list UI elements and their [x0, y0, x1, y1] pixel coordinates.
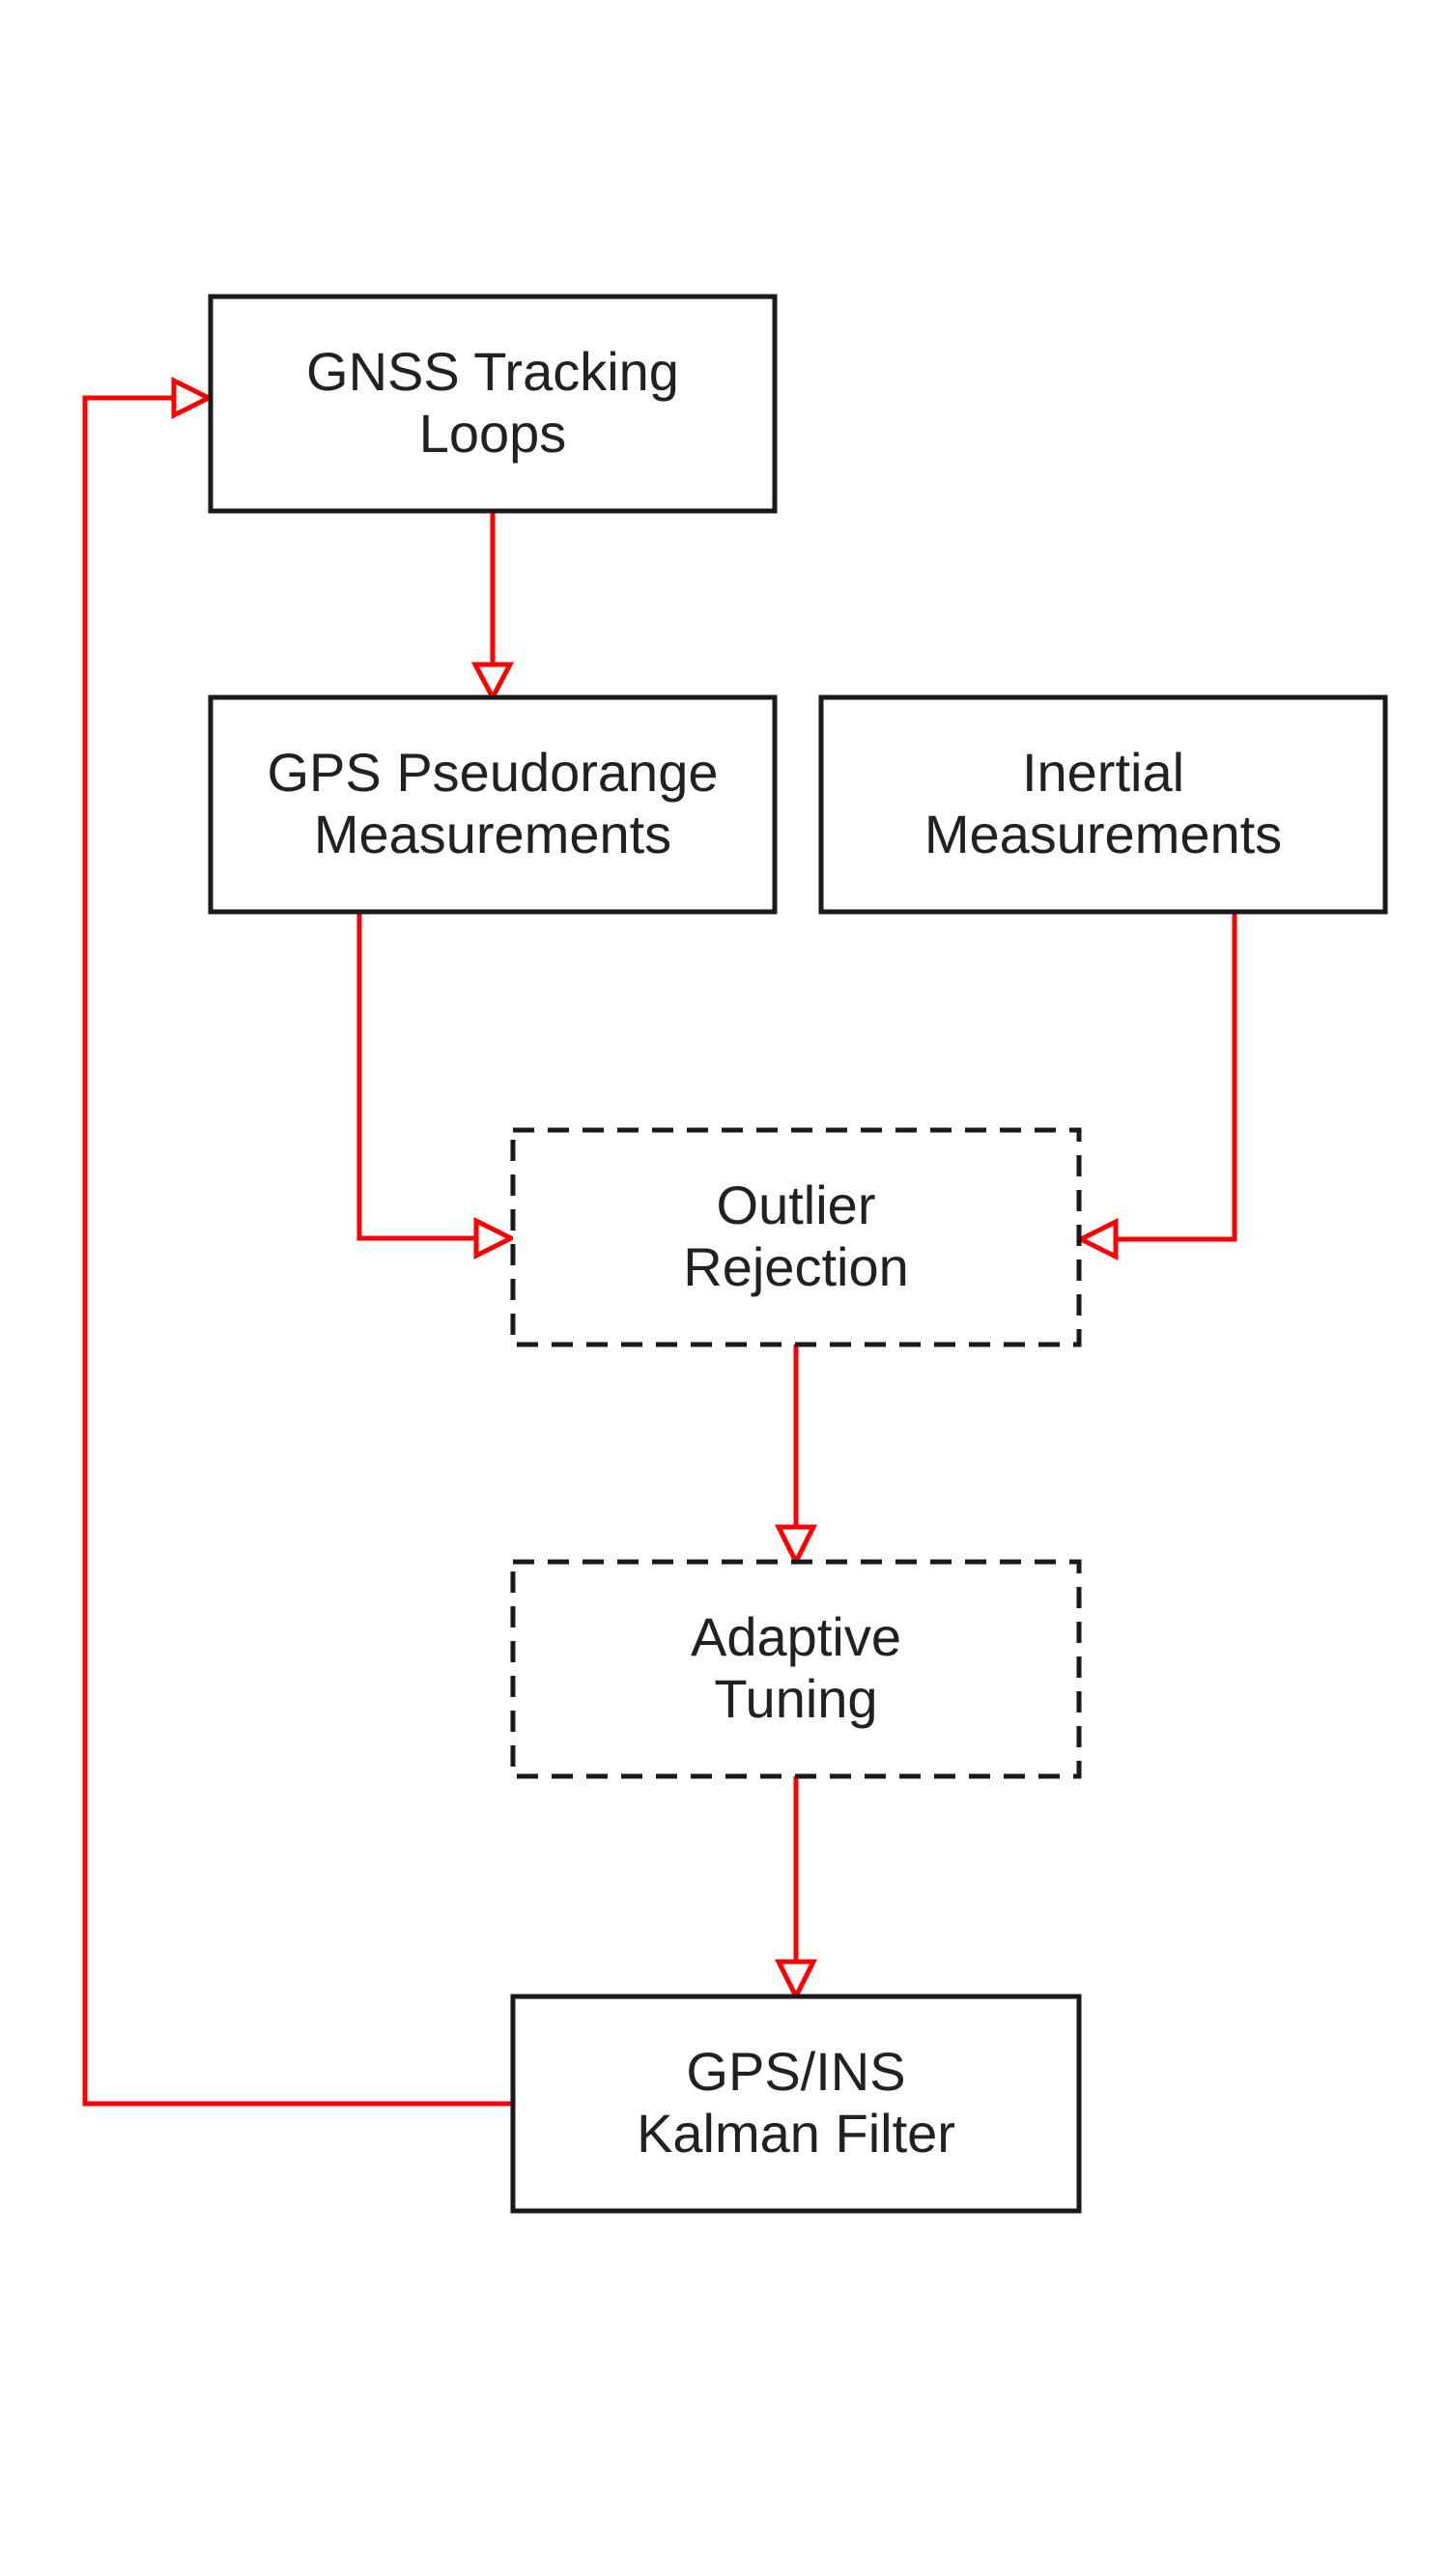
arrowhead-down-icon [774, 1524, 818, 1568]
node-label: Inertial [1022, 742, 1184, 803]
edge-kalman-feedback-to-gnss [82, 395, 513, 2107]
node-label: Tuning [714, 1668, 877, 1729]
arrowhead-left-icon [1075, 1217, 1119, 1261]
node-label: Measurements [924, 804, 1282, 864]
node-label: Adaptive [691, 1606, 901, 1667]
node-label: Outlier [717, 1175, 876, 1235]
node-label: Rejection [683, 1236, 908, 1297]
node-gps-ins-kalman-filter [510, 1994, 1082, 2214]
node-label: GNSS Tracking [306, 341, 679, 402]
node-adaptive-tuning [510, 1559, 1082, 1779]
arrowhead-down-icon [470, 662, 515, 703]
edge-pseudorange-to-outlier [356, 912, 476, 1241]
node-label: Kalman Filter [637, 2103, 955, 2164]
node-gnss-tracking-loops [208, 294, 778, 514]
node-gps-pseudorange-measurements [208, 694, 778, 915]
node-outlier-rejection [510, 1127, 1082, 1347]
edge-inertial-to-outlier [1116, 912, 1237, 1242]
node-label: Loops [419, 403, 567, 464]
node-label: GPS/INS [686, 2041, 905, 2102]
arrowhead-right-icon [171, 376, 214, 420]
node-label: Measurements [314, 804, 671, 864]
arrowhead-down-icon [774, 1959, 818, 2002]
arrowhead-right-icon [473, 1216, 517, 1260]
node-inertial-measurements [818, 694, 1388, 915]
node-label: GPS Pseudorange [268, 742, 719, 803]
